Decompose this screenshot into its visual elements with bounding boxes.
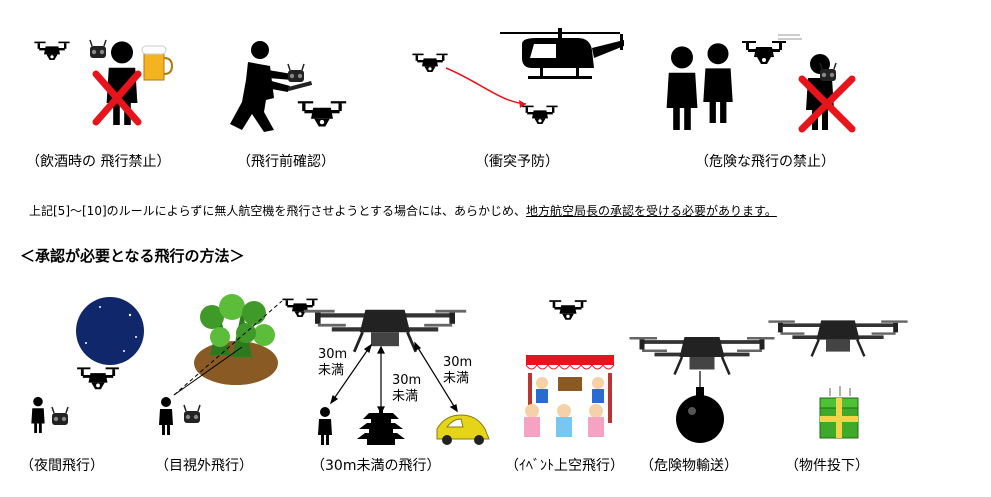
distance-unit: 未満 bbox=[392, 389, 419, 404]
drone-icon bbox=[627, 335, 777, 377]
drone-icon bbox=[412, 53, 448, 72]
caption-drinking: （飲酒時の 飛行禁止） bbox=[26, 154, 171, 170]
caption-night-flight: （夜間飛行） bbox=[20, 458, 104, 474]
dangerous-flight-illustration bbox=[666, 34, 856, 133]
object-drop-illustration bbox=[766, 318, 910, 439]
drone-icon bbox=[304, 310, 466, 352]
note-underlined: 地方航空局長の承認を受ける必要があります。 bbox=[526, 204, 777, 218]
event-illustration bbox=[524, 300, 615, 437]
controller-icon bbox=[89, 39, 107, 59]
person-icon bbox=[159, 397, 173, 435]
festival-stall-icon bbox=[524, 355, 615, 437]
within-30m-illustration bbox=[304, 295, 490, 445]
preflight-illustration bbox=[230, 41, 347, 132]
approval-note: 上記[5]～[10]のルールによらずに無人航空機を飛行させようとする場合には、あ… bbox=[29, 202, 777, 219]
hazmat-illustration bbox=[627, 335, 777, 443]
drinking-illustration bbox=[34, 39, 174, 126]
bvlos-illustration bbox=[159, 294, 318, 435]
controller-icon bbox=[183, 404, 201, 424]
distance-label-left: 30m 未満 bbox=[318, 347, 347, 379]
drone-icon bbox=[766, 318, 910, 359]
caption-bvlos: （目視外飛行） bbox=[155, 458, 253, 474]
person-icon bbox=[666, 46, 698, 131]
distance-unit: 未満 bbox=[318, 363, 345, 378]
night-flight-illustration bbox=[31, 297, 144, 433]
drone-icon bbox=[297, 101, 347, 127]
flight-path-arrow bbox=[445, 67, 527, 105]
section-heading: ＜承認が必要となる飛行の方法＞ bbox=[20, 247, 245, 265]
person-icon bbox=[318, 407, 332, 445]
beer-icon bbox=[141, 45, 174, 81]
helicopter-icon bbox=[500, 28, 624, 79]
caption-event: （ｲﾍﾞﾝﾄ上空飛行） bbox=[505, 458, 624, 474]
distance-unit: 未満 bbox=[443, 371, 470, 386]
cross-mark-icon bbox=[92, 70, 142, 126]
distance-value: 30m bbox=[443, 355, 473, 370]
moon-icon bbox=[76, 297, 144, 365]
pagoda-icon bbox=[357, 407, 405, 445]
note-prefix: 上記[5]～[10]のルールによらずに無人航空機を飛行させようとする場合には、あ… bbox=[29, 204, 527, 218]
caption-hazmat: （危険物輸送） bbox=[640, 458, 738, 474]
caption-within-30m: （30m未満の飛行） bbox=[311, 458, 441, 474]
caption-preflight: （飛行前確認） bbox=[237, 154, 335, 170]
drone-icon bbox=[34, 41, 70, 60]
wrench-icon bbox=[287, 80, 313, 92]
collision-illustration bbox=[412, 28, 624, 124]
caption-object-drop: （物件投下） bbox=[785, 458, 869, 474]
drone-icon bbox=[549, 300, 587, 320]
distance-label-center: 30m 未満 bbox=[392, 373, 421, 405]
cross-mark-icon bbox=[798, 75, 856, 133]
drone-icon bbox=[742, 41, 786, 64]
distance-value: 30m bbox=[318, 347, 348, 362]
controller-icon bbox=[287, 63, 305, 83]
distance-value: 30m bbox=[392, 373, 422, 388]
caption-collision: （衝突予防） bbox=[475, 154, 559, 170]
person-icon bbox=[703, 43, 733, 123]
drone-icon bbox=[522, 105, 558, 124]
car-icon bbox=[436, 414, 490, 445]
gift-box-icon bbox=[819, 386, 859, 439]
bomb-icon bbox=[676, 387, 724, 443]
person-icon bbox=[31, 396, 45, 433]
forest-icon bbox=[194, 294, 278, 385]
distance-label-right: 30m 未満 bbox=[443, 355, 472, 387]
drone-icon bbox=[77, 367, 119, 390]
person-icon bbox=[230, 41, 292, 132]
controller-icon bbox=[51, 406, 69, 426]
caption-dangerous-flight: （危険な飛行の禁止） bbox=[695, 154, 835, 170]
